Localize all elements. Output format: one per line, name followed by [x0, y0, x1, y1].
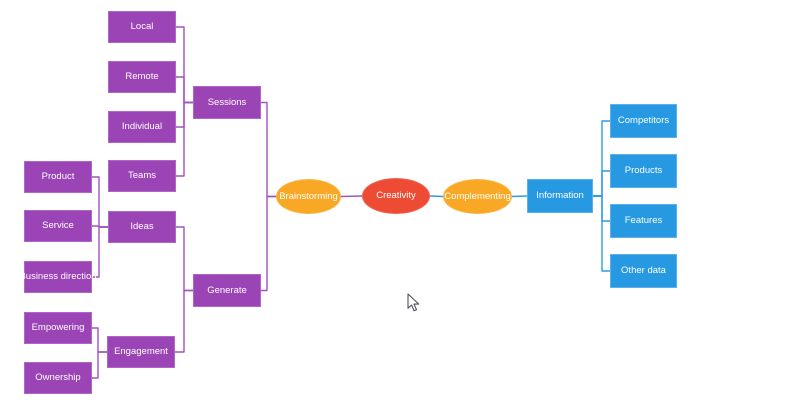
connector-engagement-ownership[interactable]: [92, 351, 107, 379]
connector-brainstorming-sessions[interactable]: [261, 101, 276, 198]
connector-ideas-business-direction[interactable]: [92, 226, 108, 278]
node-competitors[interactable]: Competitors: [610, 104, 677, 138]
connector-brainstorming-generate[interactable]: [261, 195, 276, 292]
connector-generate-engagement[interactable]: [175, 289, 193, 353]
connector-information-other-data[interactable]: [593, 195, 610, 272]
node-product[interactable]: Product: [24, 161, 92, 193]
connector-creativity-complementing[interactable]: [429, 195, 444, 198]
node-ideas[interactable]: Ideas: [108, 211, 176, 243]
connector-complementing-information[interactable]: [511, 195, 528, 198]
connector-engagement-empowering[interactable]: [92, 327, 107, 353]
node-ownership[interactable]: Ownership: [24, 362, 92, 394]
node-features[interactable]: Features: [610, 204, 677, 238]
node-business-direction[interactable]: Business direction: [19, 261, 97, 293]
connector-sessions-teams[interactable]: [176, 101, 193, 177]
node-information[interactable]: Information: [527, 179, 593, 213]
node-generate[interactable]: Generate: [193, 274, 261, 307]
connector-sessions-remote[interactable]: [176, 76, 193, 104]
node-empowering[interactable]: Empowering: [24, 312, 92, 344]
node-service[interactable]: Service: [24, 210, 92, 242]
node-remote[interactable]: Remote: [108, 61, 176, 93]
node-sessions[interactable]: Sessions: [193, 86, 261, 119]
node-engagement[interactable]: Engagement: [107, 336, 175, 368]
connector-information-products[interactable]: [593, 170, 610, 197]
node-products[interactable]: Products: [610, 154, 677, 188]
node-creativity[interactable]: Creativity: [362, 178, 430, 214]
node-local[interactable]: Local: [108, 11, 176, 43]
node-teams[interactable]: Teams: [108, 160, 176, 192]
node-individual[interactable]: Individual: [108, 111, 176, 143]
connector-generate-ideas[interactable]: [176, 226, 193, 292]
connector-ideas-product[interactable]: [92, 176, 108, 228]
node-complementing[interactable]: Complementing: [443, 179, 512, 214]
connector-brainstorming-creativity[interactable]: [340, 195, 363, 198]
node-other-data[interactable]: Other data: [610, 254, 677, 288]
node-brainstorming[interactable]: Brainstorming: [276, 179, 341, 214]
